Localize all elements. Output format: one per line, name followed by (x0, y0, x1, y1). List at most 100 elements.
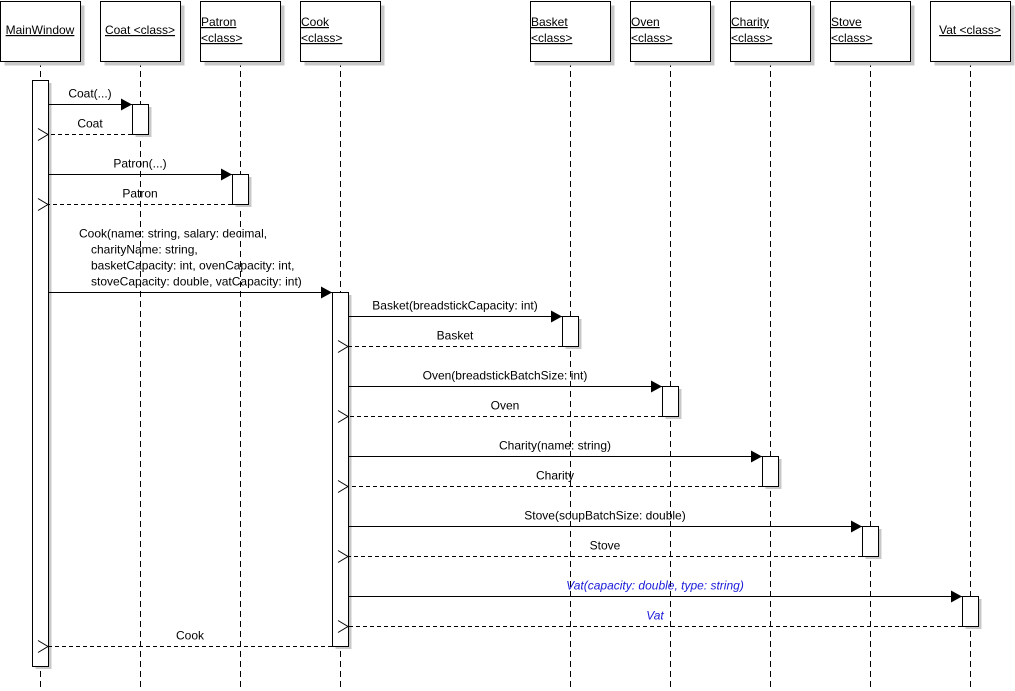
participant-stove[interactable]: Stove <class> (830, 1, 915, 66)
activation-bar (562, 316, 579, 347)
message-label: charityName: string, (91, 243, 198, 257)
activation-bar (862, 526, 879, 557)
open-arrowhead-icon (37, 640, 49, 653)
coat-activation (132, 104, 152, 137)
participant-coat[interactable]: Coat <class> (100, 1, 185, 66)
participant-label: <class> (531, 31, 572, 45)
participant-label: MainWindow (6, 23, 75, 37)
participant-label: Coat <class> (105, 23, 175, 37)
message-charity-to-cook-return[interactable]: Charity (337, 469, 762, 493)
participant-patron[interactable]: Patron <class> (200, 1, 285, 66)
message-label: Stove(soupBatchSize: double) (524, 509, 685, 523)
vat-activation (962, 596, 982, 629)
participant-label: <class> (731, 31, 772, 45)
message-mainwindow-to-patron-call[interactable]: Patron(...) (48, 157, 232, 181)
message-mainwindow-to-coat-call[interactable]: Coat(...) (48, 87, 132, 111)
message-cook-to-oven-call[interactable]: Oven(breadstickBatchSize: int) (348, 369, 662, 393)
cook-activation (332, 292, 352, 649)
message-label: stoveCapacity: double, vatCapacity: int) (91, 275, 302, 289)
stove-activation (862, 526, 882, 559)
message-label: Cook (176, 629, 205, 643)
message-label: Oven(breadstickBatchSize: int) (423, 369, 588, 383)
message-label: Stove (590, 539, 621, 553)
filled-arrowhead-icon (321, 286, 332, 299)
participant-label: Oven (631, 15, 660, 29)
participant-label: Cook (301, 15, 330, 29)
participant-label: <class> (631, 31, 672, 45)
activation-bar (32, 80, 49, 667)
activation-bar (662, 386, 679, 417)
activation-bar (332, 292, 349, 647)
filled-arrowhead-icon (951, 590, 962, 603)
patron-activation (232, 174, 252, 207)
mainwindow-activation (32, 80, 52, 669)
participant-label: Charity (731, 15, 769, 29)
participant-box (0, 1, 81, 62)
participant-label: <class> (201, 31, 242, 45)
message-label: Oven (491, 399, 520, 413)
charity-activation (762, 456, 782, 489)
message-label: Coat(...) (68, 87, 111, 101)
filled-arrowhead-icon (121, 98, 132, 111)
message-cook-to-charity-call[interactable]: Charity(name: string) (348, 439, 762, 463)
filled-arrowhead-icon (651, 380, 662, 393)
open-arrowhead-icon (337, 410, 349, 423)
open-arrowhead-icon (37, 128, 49, 141)
message-cook-to-stove-call[interactable]: Stove(soupBatchSize: double) (348, 509, 862, 533)
activation-bar (232, 174, 249, 205)
message-label: Patron (122, 187, 157, 201)
activations-layer (32, 80, 982, 669)
message-label: Basket (437, 329, 474, 343)
filled-arrowhead-icon (221, 168, 232, 181)
participant-box (930, 1, 1011, 62)
oven-activation (662, 386, 682, 419)
participant-label: Patron (201, 15, 236, 29)
participant-box (300, 1, 381, 62)
message-patron-to-mainwindow-return[interactable]: Patron (37, 187, 232, 211)
basket-activation (562, 316, 582, 349)
participant-vat[interactable]: Vat <class> (930, 1, 1015, 66)
participant-box (200, 1, 281, 62)
participant-box (100, 1, 181, 62)
message-cook-to-basket-call[interactable]: Basket(breadstickCapacity: int) (348, 299, 562, 323)
participant-basket[interactable]: Basket <class> (530, 1, 615, 66)
open-arrowhead-icon (337, 550, 349, 563)
open-arrowhead-icon (337, 620, 349, 633)
participant-charity[interactable]: Charity <class> (730, 1, 815, 66)
message-label: basketCapacity: int, ovenCapacity: int, (91, 259, 294, 273)
message-label: Charity (536, 469, 574, 483)
participant-mainwindow[interactable]: MainWindow (0, 1, 85, 66)
message-cook-to-vat-call[interactable]: Vat(capacity: double, type: string) (348, 579, 962, 603)
message-basket-to-cook-return[interactable]: Basket (337, 329, 562, 353)
message-label: Basket(breadstickCapacity: int) (372, 299, 537, 313)
participant-oven[interactable]: Oven <class> (630, 1, 715, 66)
participant-label: Stove (831, 15, 862, 29)
message-stove-to-cook-return[interactable]: Stove (337, 539, 862, 563)
participant-box (730, 1, 811, 62)
message-mainwindow-to-cook-call[interactable]: Cook(name: string, salary: decimal,chari… (48, 227, 332, 299)
open-arrowhead-icon (37, 198, 49, 211)
participant-label: <class> (831, 31, 872, 45)
message-label: Coat (77, 117, 103, 131)
activation-bar (762, 456, 779, 487)
open-arrowhead-icon (337, 340, 349, 353)
lifelines-layer (40, 61, 971, 691)
participant-label: Vat <class> (939, 23, 1001, 37)
message-label: Charity(name: string) (499, 439, 611, 453)
participant-label: Basket (531, 15, 568, 29)
message-coat-to-mainwindow-return[interactable]: Coat (37, 117, 132, 141)
participant-box (530, 1, 611, 62)
message-cook-to-mainwindow-return[interactable]: Cook (37, 629, 332, 653)
message-label: Patron(...) (113, 157, 166, 171)
filled-arrowhead-icon (851, 520, 862, 533)
participant-box (630, 1, 711, 62)
message-label: Vat (646, 609, 664, 623)
participant-box (830, 1, 911, 62)
message-vat-to-cook-return[interactable]: Vat (337, 609, 962, 633)
message-oven-to-cook-return[interactable]: Oven (337, 399, 662, 423)
open-arrowhead-icon (337, 480, 349, 493)
participant-cook[interactable]: Cook<class> (300, 1, 385, 66)
